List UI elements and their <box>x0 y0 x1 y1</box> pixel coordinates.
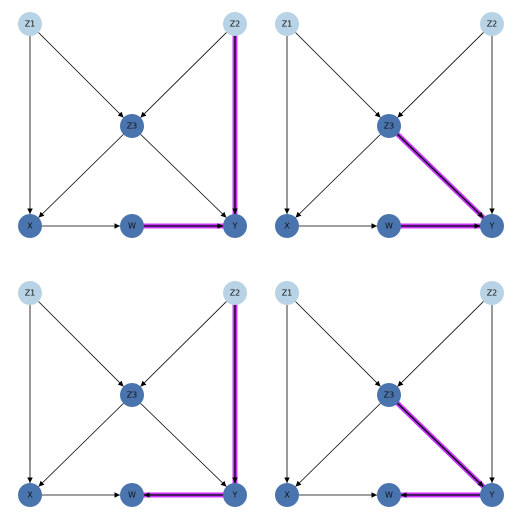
edge-Z3-Y <box>397 403 484 487</box>
node-X <box>18 214 42 238</box>
edge-Z2-Z3 <box>140 32 227 118</box>
node-X <box>275 214 299 238</box>
edge-Z2-Z3 <box>140 301 227 387</box>
node-label-Z3: Z3 <box>127 122 138 131</box>
node-label-Y: Y <box>232 491 238 500</box>
node-Z3 <box>120 383 144 407</box>
node-label-Z2: Z2 <box>487 20 498 29</box>
node-W <box>377 483 401 507</box>
node-label-Z1: Z1 <box>25 20 36 29</box>
node-label-X: X <box>284 491 290 500</box>
node-label-Z2: Z2 <box>230 289 241 298</box>
node-label-Z1: Z1 <box>25 289 36 298</box>
node-label-Z2: Z2 <box>487 289 498 298</box>
edge-Z3-X <box>295 134 381 218</box>
node-Z1 <box>275 281 299 305</box>
node-label-Z3: Z3 <box>127 391 138 400</box>
node-Z1 <box>18 12 42 36</box>
node-Y <box>223 214 247 238</box>
node-label-W: W <box>128 222 136 231</box>
node-Z3 <box>377 114 401 138</box>
node-Z2 <box>223 281 247 305</box>
node-W <box>377 214 401 238</box>
node-X <box>18 483 42 507</box>
edge-Z1-Z3 <box>295 32 381 118</box>
node-label-X: X <box>284 222 290 231</box>
node-Z1 <box>18 281 42 305</box>
edge-Z3-X <box>38 134 124 218</box>
node-label-Y: Y <box>489 491 495 500</box>
node-Y <box>480 483 504 507</box>
node-label-Y: Y <box>489 222 495 231</box>
node-label-W: W <box>385 491 393 500</box>
node-Z2 <box>480 281 504 305</box>
edge-Z1-Z3 <box>38 301 124 387</box>
node-label-W: W <box>128 491 136 500</box>
edge-Z3-X <box>38 403 124 487</box>
edge-Z2-Z3 <box>397 301 484 387</box>
edge-Z3-Y <box>140 134 227 218</box>
node-label-Z3: Z3 <box>384 122 395 131</box>
node-X <box>275 483 299 507</box>
edge-Z3-Y <box>397 134 484 218</box>
edge-Z3-X <box>295 403 381 487</box>
node-label-Z2: Z2 <box>230 20 241 29</box>
node-Z3 <box>120 114 144 138</box>
node-Y <box>223 483 247 507</box>
node-Z2 <box>223 12 247 36</box>
edge-Z1-Z3 <box>38 32 124 118</box>
node-label-X: X <box>27 491 33 500</box>
edge-Z2-Z3 <box>397 32 484 118</box>
node-Y <box>480 214 504 238</box>
node-label-W: W <box>385 222 393 231</box>
node-label-Z1: Z1 <box>282 289 293 298</box>
node-label-Z3: Z3 <box>384 391 395 400</box>
node-W <box>120 214 144 238</box>
node-W <box>120 483 144 507</box>
edge-Z3-Y <box>140 403 227 487</box>
node-label-Y: Y <box>232 222 238 231</box>
node-Z1 <box>275 12 299 36</box>
node-label-X: X <box>27 222 33 231</box>
node-Z2 <box>480 12 504 36</box>
node-Z3 <box>377 383 401 407</box>
edge-Z1-Z3 <box>295 301 381 387</box>
node-label-Z1: Z1 <box>282 20 293 29</box>
